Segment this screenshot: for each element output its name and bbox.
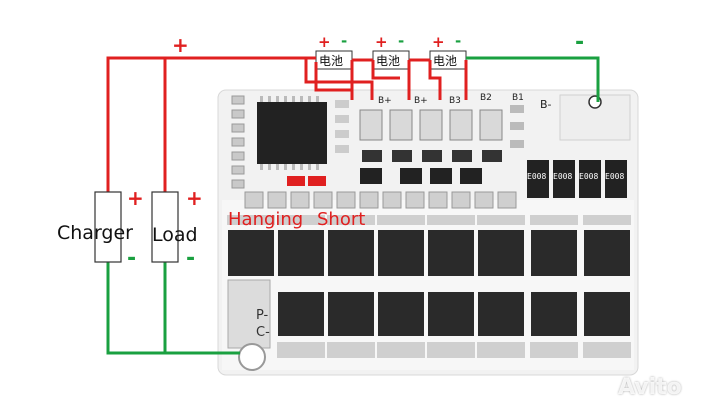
shunt-1-code: E008 — [527, 172, 547, 181]
pad-b-minus: B- — [540, 98, 552, 111]
shunt-3-code: E008 — [579, 172, 599, 181]
shunt-resistors — [527, 160, 627, 198]
short-jumper — [308, 176, 326, 186]
pad-b2: B2 — [480, 93, 492, 103]
load-plus-sign: + — [186, 186, 203, 210]
cell1-plus: + — [318, 33, 331, 51]
pad-b3: B3 — [449, 96, 461, 106]
pad-b1: B1 — [512, 93, 524, 103]
main-plus-sign: + — [172, 33, 189, 57]
main-minus-sign: - — [575, 30, 585, 55]
positive-wire — [106, 56, 468, 192]
charger-minus-sign: - — [127, 246, 137, 271]
connector-pins — [231, 95, 245, 189]
shunt-4-code: E008 — [605, 172, 625, 181]
pad-b-plus-2: B+ — [414, 96, 428, 106]
hanging-jumper — [287, 176, 305, 186]
shunt-2-code: E008 — [553, 172, 573, 181]
mosfet-row-top — [227, 215, 631, 276]
cell3-minus: - — [455, 32, 462, 50]
mosfet-row-bottom — [277, 292, 631, 358]
bms-ic-chip — [257, 96, 327, 170]
negative-wire — [106, 56, 600, 355]
battery-cell-3-label: 电池 — [433, 54, 458, 68]
avito-watermark: Avito — [618, 375, 682, 400]
charger-box — [94, 191, 122, 263]
battery-cell-2-label: 电池 — [376, 54, 401, 68]
charger-label: Charger — [57, 222, 133, 244]
short-label: Short — [317, 209, 366, 230]
passive-components — [335, 100, 524, 184]
cell1-minus: - — [341, 32, 348, 50]
charger-plus-sign: + — [127, 186, 144, 210]
cell3-plus: + — [432, 33, 445, 51]
load-box — [151, 191, 179, 263]
cell2-minus: - — [398, 32, 405, 50]
cell2-plus: + — [375, 33, 388, 51]
load-label: Load — [152, 224, 198, 246]
p-minus-label: P- — [256, 308, 269, 323]
battery-cell-1-label: 电池 — [319, 54, 344, 68]
c-minus-label: C- — [256, 325, 270, 340]
mounting-hole — [238, 343, 266, 371]
load-minus-sign: - — [186, 246, 196, 271]
pad-b-plus-1: B+ — [378, 96, 392, 106]
header-pins-row — [244, 191, 517, 209]
hanging-label: Hanging — [228, 209, 304, 230]
output-pads — [227, 279, 271, 371]
